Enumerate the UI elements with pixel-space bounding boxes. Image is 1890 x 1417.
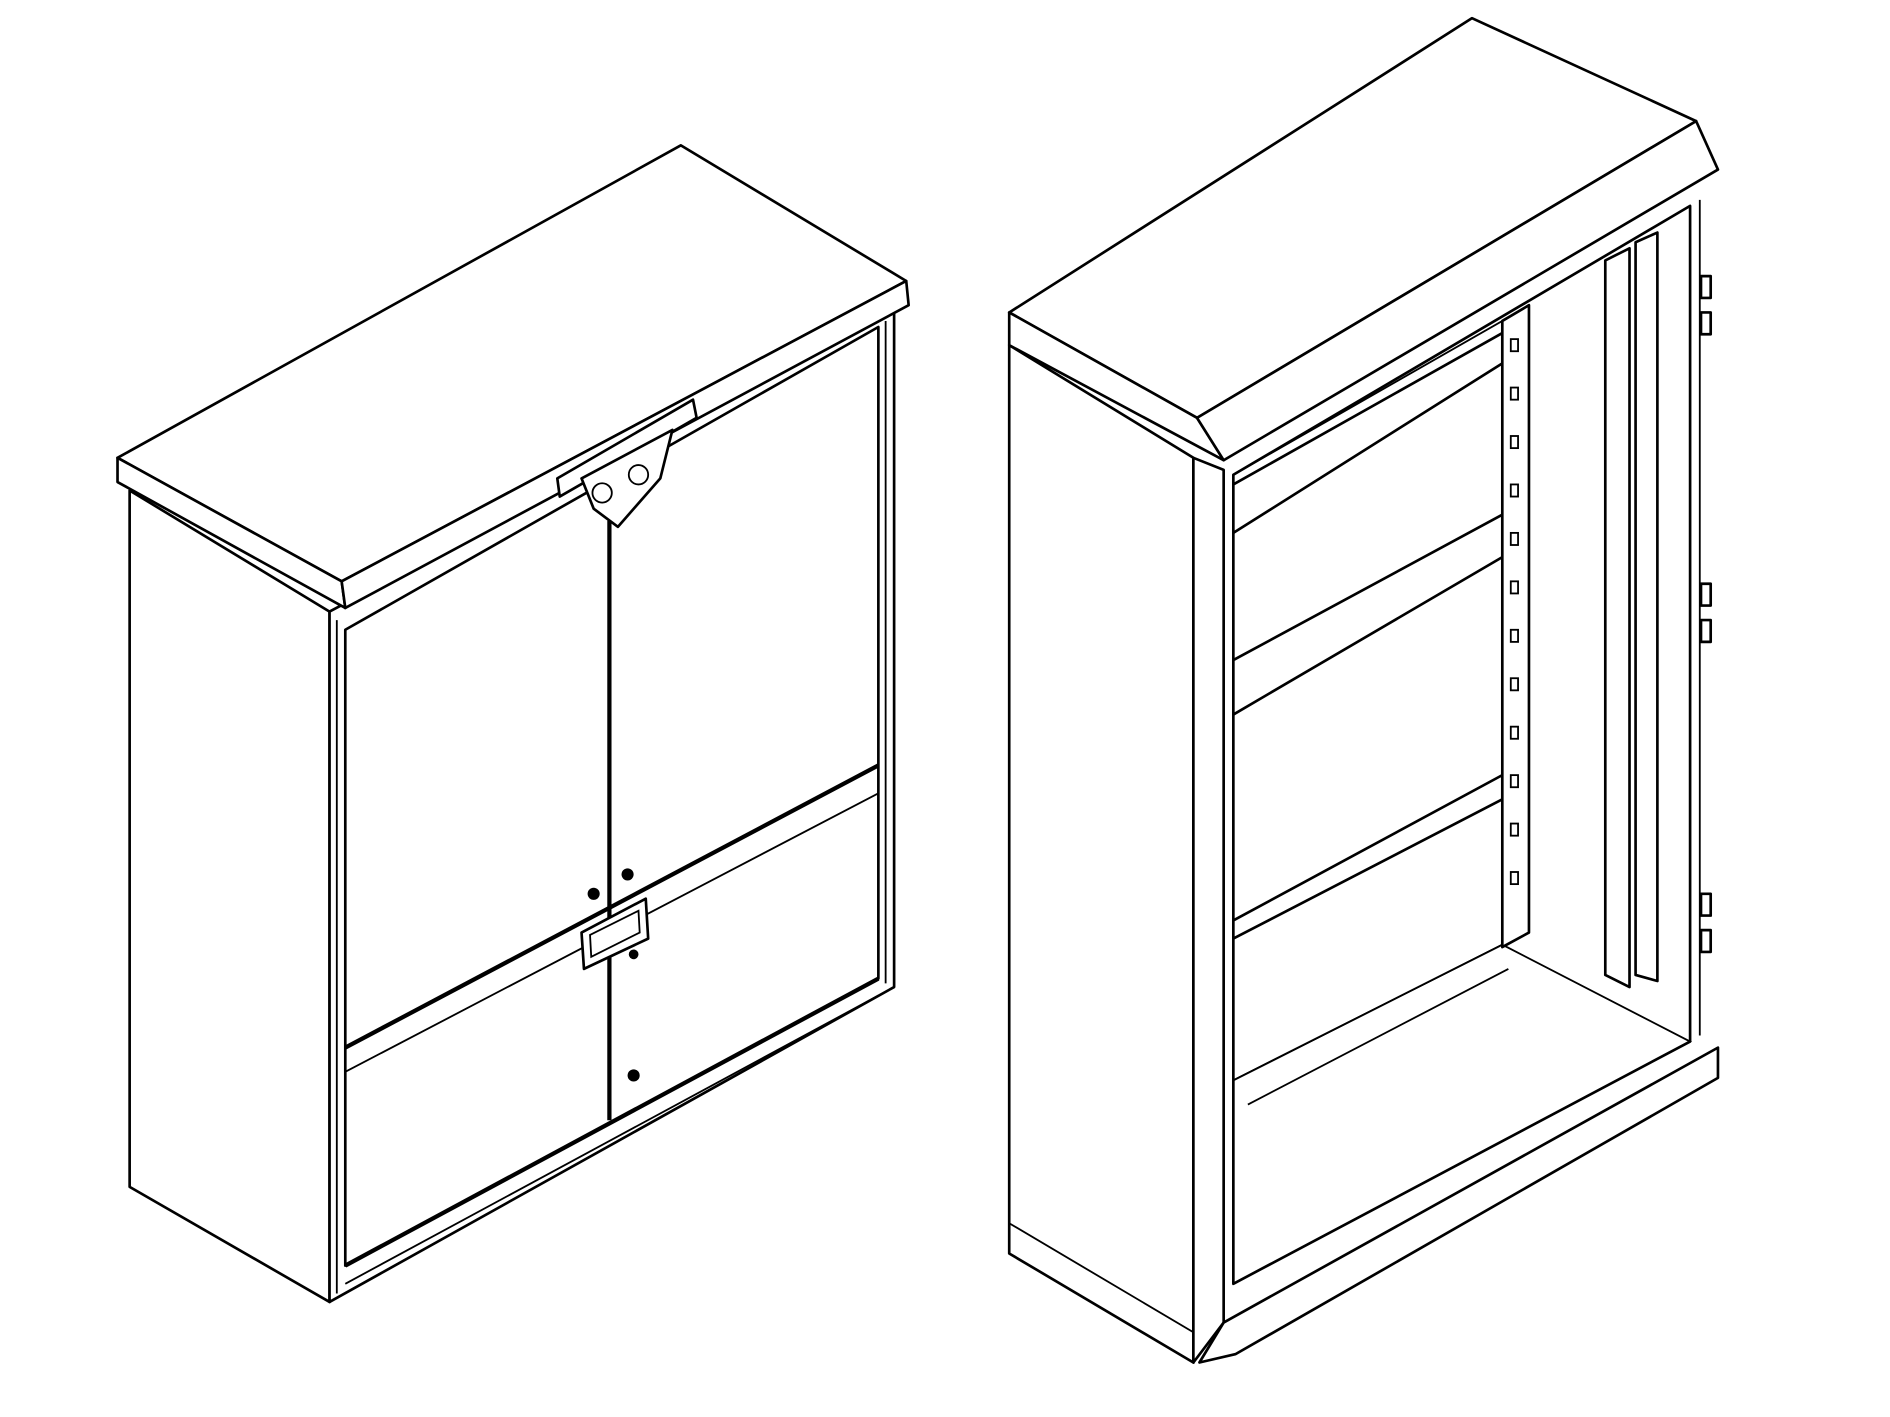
- closed-cabinet: [116, 144, 910, 1304]
- right-side-rail: [1603, 199, 1701, 1042]
- hinge-icon: [1699, 274, 1713, 300]
- mounting-rails: [1232, 331, 1504, 940]
- lock-icon: [627, 1069, 640, 1082]
- vertical-rail: [1500, 303, 1531, 949]
- hinge-icon: [1699, 618, 1713, 644]
- door-handle[interactable]: [580, 897, 650, 971]
- hinge-icon: [1699, 892, 1713, 917]
- door-base: [344, 994, 879, 1285]
- hinges: [1699, 274, 1713, 954]
- hinge-icon: [1699, 582, 1713, 607]
- cabinet-left-side: [128, 489, 331, 1304]
- open-cabinet: [1007, 16, 1720, 1365]
- plinth: [1198, 1046, 1720, 1364]
- lock-icon: [587, 887, 600, 900]
- door-bottom: [344, 976, 880, 1268]
- hinge-icon: [1699, 311, 1713, 336]
- hinge-icon: [1699, 928, 1713, 954]
- door-band-top: [344, 763, 880, 1050]
- floor-edge: [1247, 968, 1509, 1106]
- bracket-hole-icon: [591, 482, 613, 504]
- bracket-hole-icon: [627, 464, 650, 486]
- cabinet-left-side: [1007, 343, 1195, 1364]
- top-bracket: [555, 398, 698, 529]
- front-frame: [1192, 456, 1225, 1364]
- lock-icon: [628, 949, 639, 960]
- lock-icon: [621, 868, 634, 881]
- lid-front-right: [1195, 119, 1720, 462]
